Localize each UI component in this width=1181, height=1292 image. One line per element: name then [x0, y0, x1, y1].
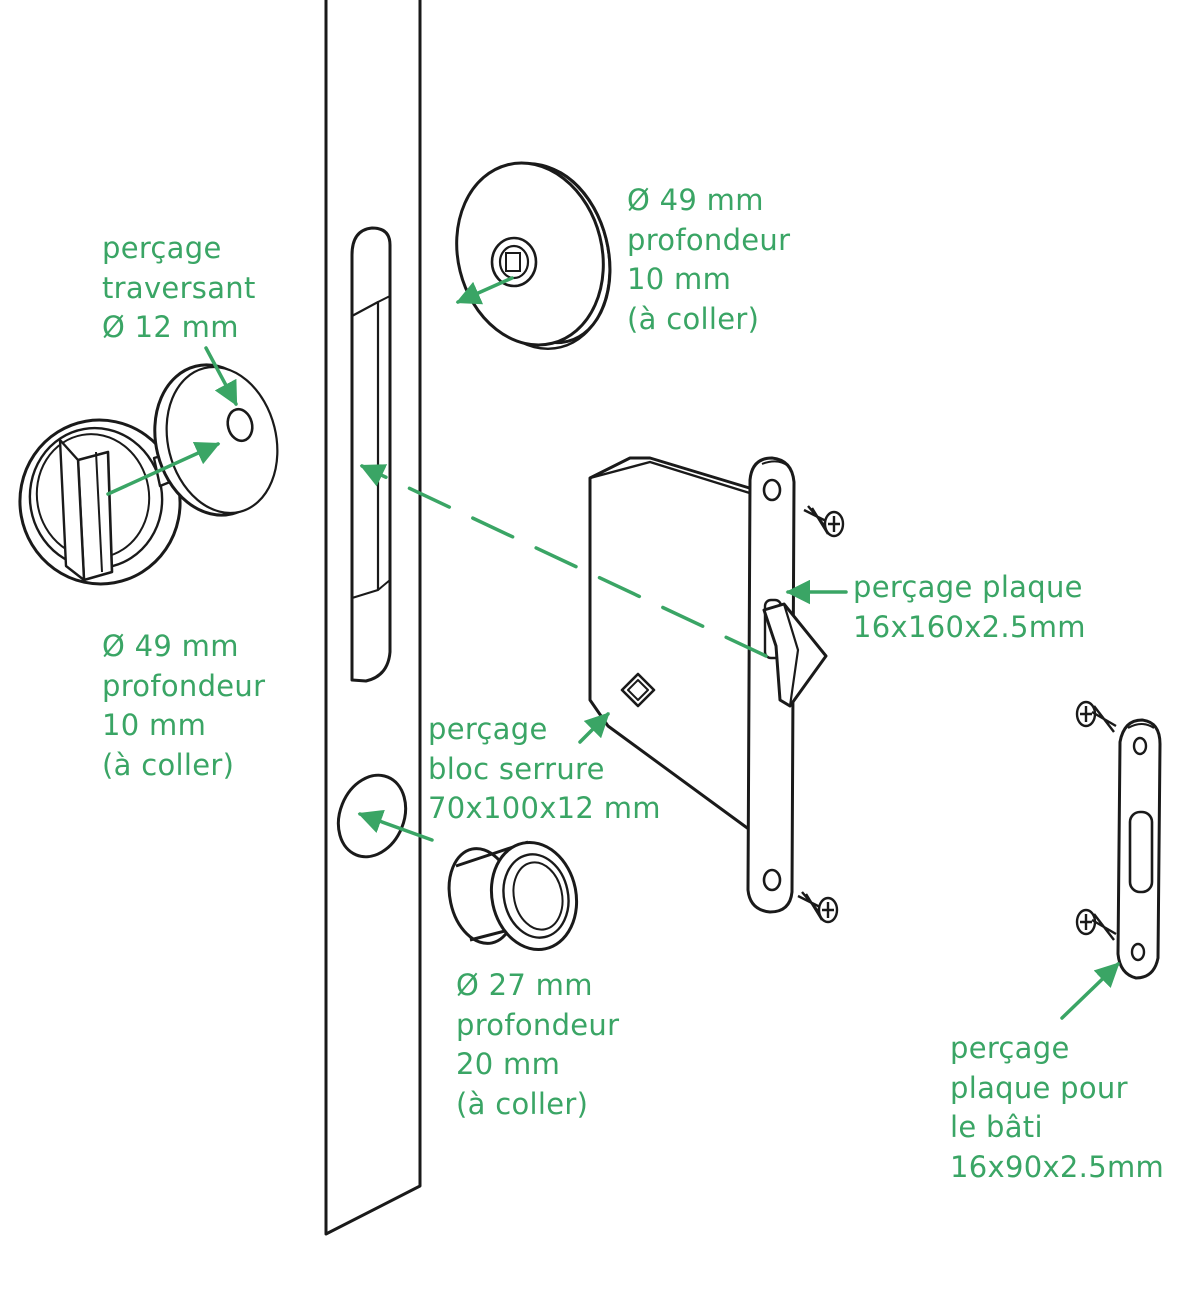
label-line: profondeur	[456, 1007, 620, 1042]
label-line: bloc serrure	[428, 751, 605, 786]
thumb-turn-rosette	[18, 418, 182, 586]
label-line: (à coller)	[627, 301, 760, 336]
outer-rosette	[455, 161, 612, 350]
label-line: perçage plaque	[853, 570, 1083, 604]
label-traversant: perçage traversant Ø 12 mm	[102, 229, 256, 348]
annotation-arrows	[106, 276, 1120, 1020]
strike-plate	[1116, 718, 1162, 980]
label-douille: Ø 27 mm profondeur 20 mm (à coller)	[456, 966, 619, 1124]
label-line: 70x100x12 mm	[428, 791, 661, 825]
lock-faceplate	[746, 456, 796, 914]
label-line: 16x90x2.5mm	[950, 1149, 1165, 1184]
screw-bottom	[797, 891, 839, 924]
door-panel	[324, 0, 422, 1236]
label-line: 16x160x2.5mm	[853, 609, 1086, 644]
label-line: Ø 49 mm	[627, 183, 764, 217]
label-line: (à coller)	[102, 747, 235, 782]
screw-strike-top	[1075, 700, 1117, 733]
label-line: perçage	[950, 1031, 1070, 1065]
label-line: Ø 49 mm	[102, 629, 239, 663]
bushing	[447, 840, 579, 952]
label-line: (à coller)	[456, 1086, 589, 1121]
screw-top	[803, 505, 845, 538]
label-line: plaque pour	[950, 1070, 1128, 1105]
door-hole	[336, 773, 408, 859]
label-line: profondeur	[102, 668, 266, 703]
label-line: traversant	[102, 270, 256, 305]
label-plaque: perçage plaque 16x160x2.5mm	[853, 568, 1086, 647]
mortise-slot	[350, 226, 392, 683]
label-line: perçage	[102, 231, 222, 265]
label-rosace-right: Ø 49 mm profondeur 10 mm (à coller)	[627, 181, 790, 339]
cover-disc	[153, 363, 279, 517]
label-plaque-bati: perçage plaque pour le bâti 16x90x2.5mm	[950, 1029, 1164, 1187]
label-line: 10 mm	[102, 708, 207, 742]
label-line: le bâti	[950, 1110, 1043, 1144]
hook-latch	[762, 602, 828, 708]
label-rosace-left: Ø 49 mm profondeur 10 mm (à coller)	[102, 627, 265, 785]
label-line: profondeur	[627, 222, 791, 257]
label-line: Ø 12 mm	[102, 310, 239, 344]
label-line: 20 mm	[456, 1047, 561, 1081]
screw-strike-bottom	[1075, 908, 1117, 941]
label-line: perçage	[428, 712, 548, 746]
label-bloc-serrure: perçage bloc serrure 70x100x12 mm	[428, 710, 661, 829]
label-line: Ø 27 mm	[456, 968, 593, 1002]
label-line: 10 mm	[627, 262, 732, 296]
